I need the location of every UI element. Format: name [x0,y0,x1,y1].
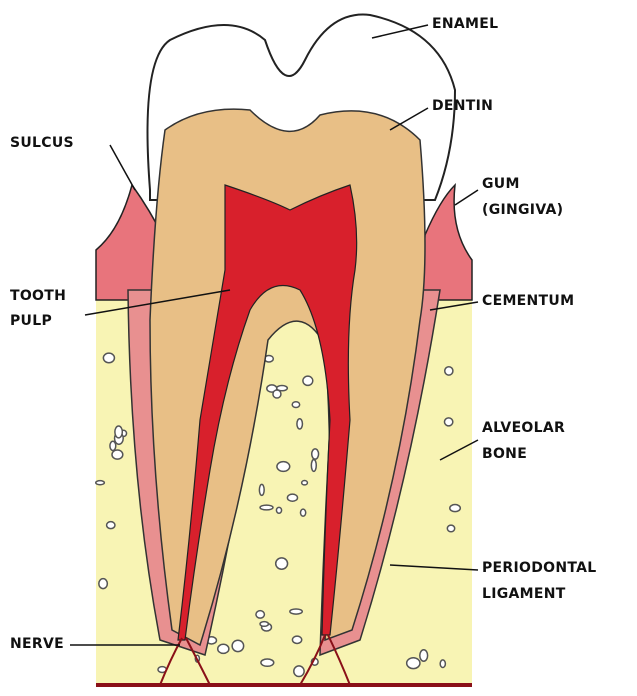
label-ligament: LIGAMENT [482,586,566,602]
label-sulcus: SULCUS [10,135,74,151]
bone-speck [443,417,454,427]
bone-speck [231,639,245,653]
bone-speck [296,418,304,430]
tooth-pulp [177,184,358,641]
label-pulp: PULP [10,313,53,329]
bone-speck [274,557,289,570]
bone-speck [286,493,299,502]
nerve-right [299,634,351,686]
label-tooth: TOOTH [10,288,67,304]
bone-speck [289,608,304,615]
bone-speck [443,365,454,376]
bone-speck [446,524,456,533]
bone-speck [102,352,116,364]
bone-speck [405,656,421,670]
bone-speck [291,635,303,645]
bone-speck [310,458,318,473]
label-gum: GUM [482,176,520,192]
bone-speck [259,620,270,628]
bone-speck [293,665,305,678]
bone-speck [300,479,309,486]
bone-speck [276,460,291,473]
label-gingiva: (GINGIVA) [482,202,564,218]
bone-speck [310,448,320,460]
gum-right [419,182,473,301]
bone-speck [291,400,301,409]
leader-lines [70,24,479,646]
bone-speck [419,648,429,663]
bone-speck [439,659,447,669]
bone-speck [449,503,462,513]
bottom-border [96,683,472,687]
label-dentin: DENTIN [432,98,494,114]
label-nerve: NERVE [10,636,64,652]
bone-speck [299,508,307,517]
label-enamel: ENAMEL [432,16,499,32]
bone-speck [111,449,124,460]
bone-speck [114,425,124,439]
label-periodontal: PERIODONTAL [482,560,597,576]
bone-speck [255,609,266,619]
bone-speck [272,389,282,399]
label-bone: BONE [482,446,528,462]
bone-speck [259,504,274,511]
bone-speck [258,483,265,497]
bone-speck [302,375,314,387]
bone-speck [109,440,117,452]
bone-speck [216,643,230,655]
bone-speck [260,658,275,668]
bone-speck [95,479,106,486]
label-cementum: CEMENTUM [482,293,575,309]
bone-speck [105,520,116,530]
bone-speck [275,506,283,515]
nerve-left [159,637,211,686]
bone-speck [98,577,109,590]
label-alveolar: ALVEOLAR [482,420,566,436]
